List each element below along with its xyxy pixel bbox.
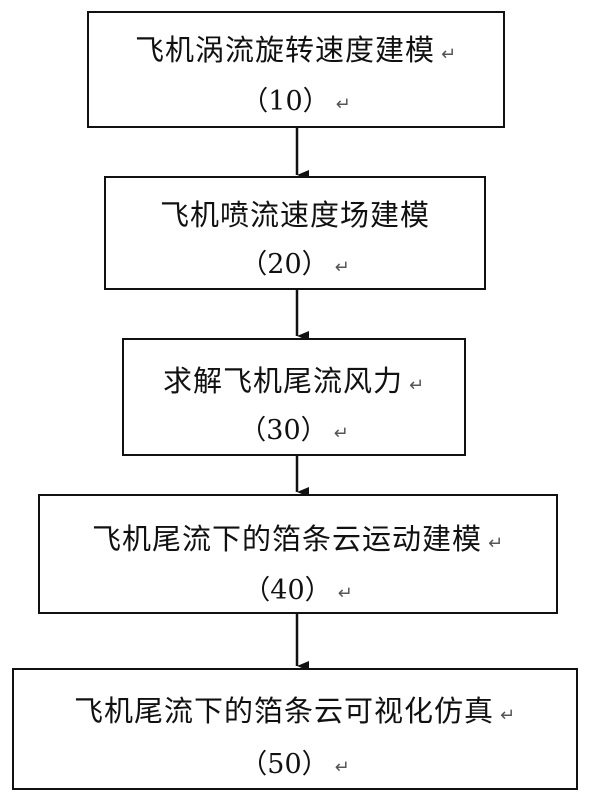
step-title: 飞机涡流旋转速度建模 (134, 33, 435, 67)
step-number: （50） (240, 749, 329, 780)
step-box-20: 飞机喷流速度场建模 （20）↵ (104, 176, 486, 290)
paragraph-mark-icon: ↵ (499, 705, 517, 726)
step-box-40: 飞机尾流下的箔条云运动建模↵ （40）↵ (38, 494, 558, 614)
step-title: 飞机喷流速度场建模 (159, 198, 430, 232)
step-number: （40） (243, 575, 332, 606)
paragraph-mark-icon: ↵ (333, 423, 349, 444)
paragraph-mark-icon: ↵ (408, 375, 426, 396)
step-title: 飞机尾流下的箔条云可视化仿真 (73, 694, 494, 728)
paragraph-mark-icon: ↵ (440, 44, 458, 65)
step-number: （10） (241, 86, 330, 117)
paragraph-mark-icon: ↵ (335, 94, 351, 115)
paragraph-mark-icon: ↵ (334, 757, 350, 778)
step-number: （30） (239, 415, 328, 446)
step-title: 飞机尾流下的箔条云运动建模 (91, 522, 482, 556)
step-box-50: 飞机尾流下的箔条云可视化仿真↵ （50）↵ (12, 668, 578, 790)
step-title: 求解飞机尾流风力 (162, 364, 403, 398)
paragraph-mark-icon: ↵ (334, 257, 350, 278)
paragraph-mark-icon: ↵ (337, 583, 353, 604)
paragraph-mark-icon: ↵ (487, 533, 505, 554)
step-box-10: 飞机涡流旋转速度建模↵ （10）↵ (87, 11, 505, 128)
step-box-30: 求解飞机尾流风力↵ （30）↵ (122, 338, 466, 456)
step-number: （20） (240, 249, 329, 280)
